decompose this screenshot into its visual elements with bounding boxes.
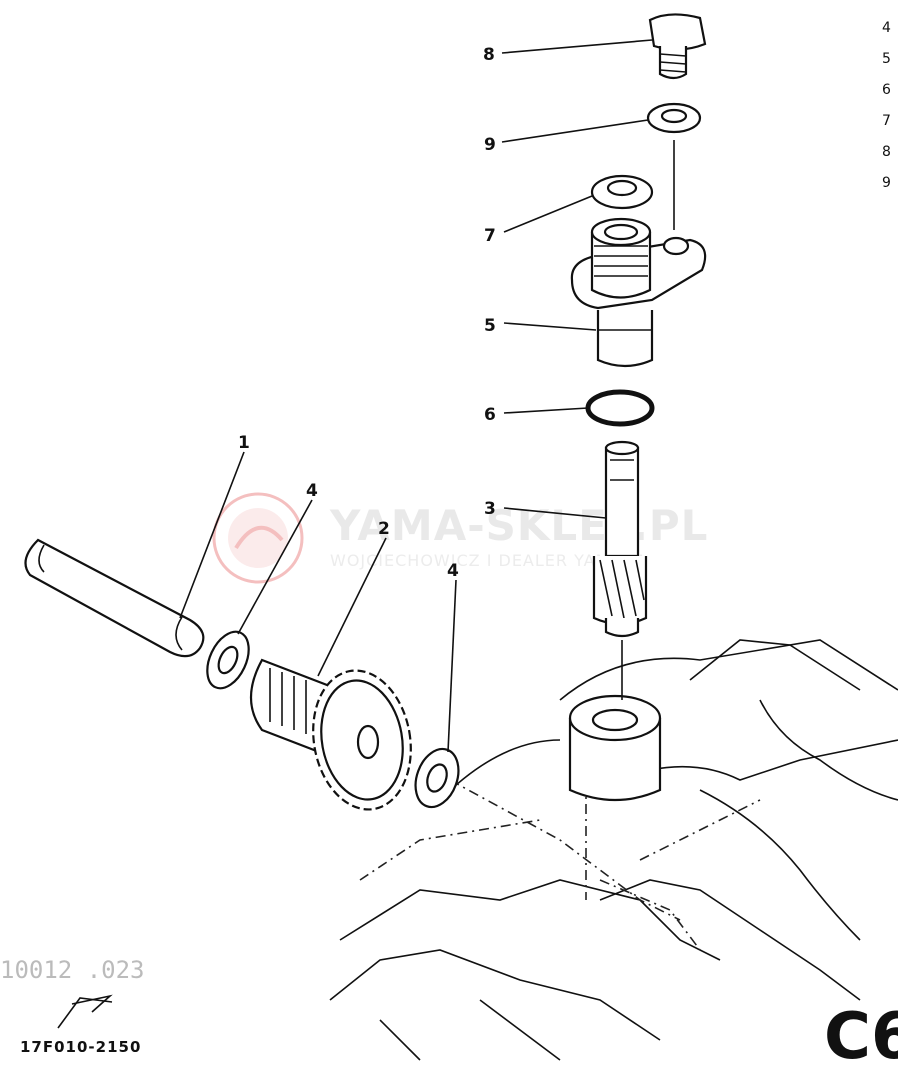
- leader-lines: [179, 39, 653, 753]
- callout-9: 9: [484, 135, 496, 155]
- part-5-sleeve: [570, 217, 707, 368]
- part-6-o-ring: [585, 389, 655, 427]
- part-4-washer-left: [206, 630, 250, 690]
- ghost-print-text: 10012 .023: [0, 956, 145, 984]
- part-4-washer-right: [414, 747, 460, 809]
- sidebar-number: 7: [882, 113, 891, 129]
- part-8-bolt: [648, 13, 707, 80]
- direction-arrow-icon: [57, 994, 113, 1029]
- watermark-logo: [212, 492, 304, 584]
- crankcase-housing: [329, 639, 898, 1061]
- sidebar-number: 6: [882, 82, 891, 98]
- sidebar-number: 9: [882, 175, 891, 191]
- callout-4-right: 4: [447, 561, 459, 581]
- sidebar-number: 8: [882, 144, 891, 160]
- part-number-column: 4 5 6 7 8 9: [882, 20, 891, 191]
- sidebar-number: 5: [882, 51, 891, 67]
- part-3-driven-shaft: [592, 440, 648, 700]
- callout-5: 5: [484, 316, 496, 336]
- part-2-drive-gear: [250, 658, 412, 811]
- callout-4-left: 4: [306, 481, 318, 501]
- part-7-seal: [590, 174, 654, 210]
- callout-7: 7: [484, 226, 496, 246]
- figure-code: 17F010-2150: [20, 1038, 141, 1056]
- part-1-pin: [24, 538, 205, 658]
- callout-3: 3: [484, 499, 496, 519]
- page-tag: C6: [824, 1000, 898, 1072]
- watermark-subtitle: WOJCIECHOWICZ I DEALER YAMAHA: [330, 551, 647, 570]
- callout-6: 6: [484, 405, 496, 425]
- callout-8: 8: [483, 45, 495, 65]
- sidebar-number: 4: [882, 20, 891, 36]
- callout-1: 1: [238, 433, 250, 453]
- part-9-washer: [646, 102, 702, 230]
- callout-2: 2: [378, 519, 390, 539]
